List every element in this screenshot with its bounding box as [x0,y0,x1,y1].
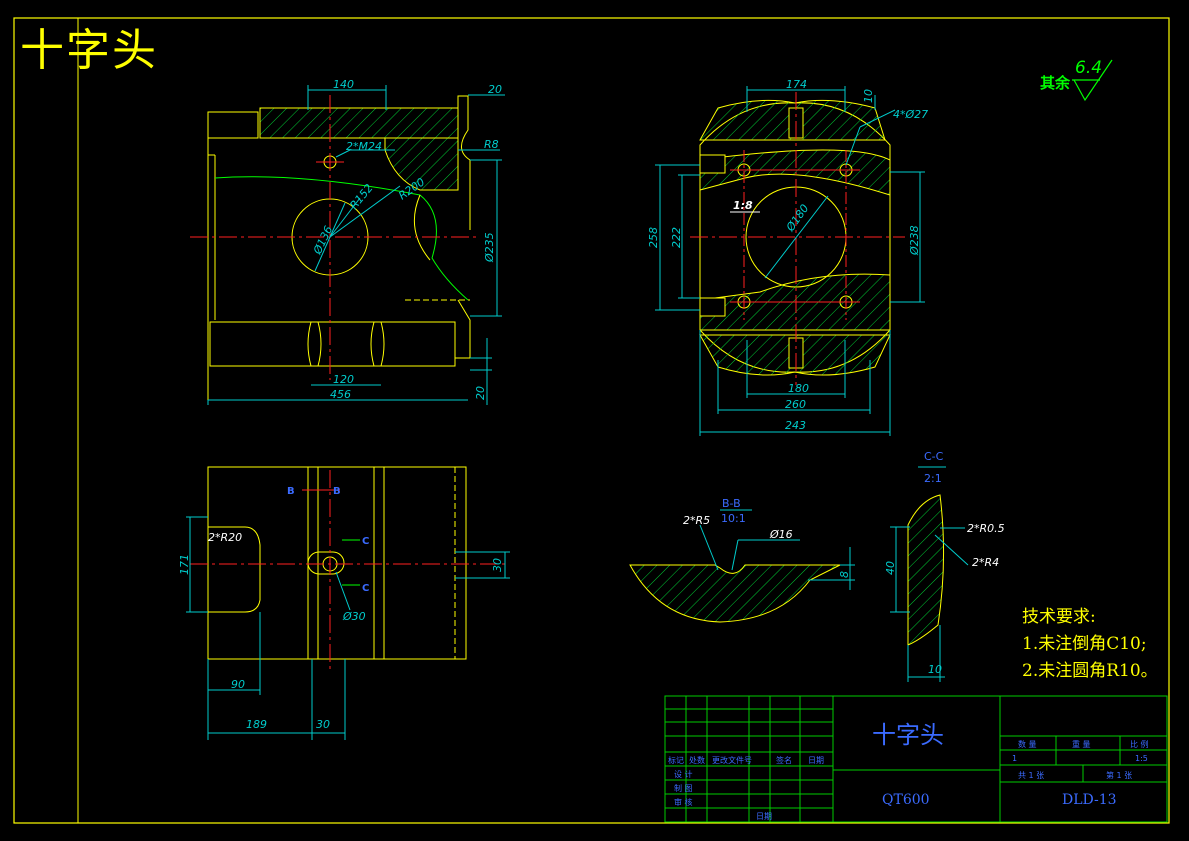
side-view [655,86,925,436]
title-block [664,695,1168,823]
dim-top-2r20: 2*R20 [208,531,242,544]
dim-front-140: 140 [333,78,354,91]
dim-top-30-bottom: 30 [316,718,330,731]
drawing-title: 十字头 [20,25,158,76]
tb-qty-header: 数 量 [1018,740,1037,749]
inner-frame [77,17,1170,824]
section-b-right: B [333,486,341,497]
cc-r4: 2*R4 [972,556,999,569]
title-block-code: DLD-13 [1062,792,1117,808]
dim-top-30-right: 30 [491,558,504,572]
tb-rev-date: 日期 [808,756,824,765]
dim-side-243: 243 [785,419,806,432]
dim-side-d238: Ø238 [908,225,921,256]
tb-weight-header: 重 量 [1072,740,1091,749]
cc-10: 10 [928,663,942,676]
cc-r05: 2*R0.5 [967,522,1005,535]
dim-side-260: 260 [785,398,806,411]
bb-8: 8 [838,571,851,578]
dim-front-20-top: 20 [488,83,502,96]
section-c-top: C [362,536,369,547]
title-block-material: QT600 [882,792,930,808]
dim-top-189: 189 [246,718,267,731]
tb-role-draw: 制 图 [674,784,693,793]
tech-item-1: 1.未注倒角C10; [1022,634,1147,654]
tb-sheet-no: 第 1 张 [1106,771,1133,780]
tb-rev-doc: 更改文件号 [712,756,752,765]
tb-rev-sign: 签名 [776,756,792,765]
tb-role-design: 设 计 [674,770,693,779]
dim-side-4d27: 4*Ø27 [893,108,928,121]
tech-requirements: 技术要求: 1.未注倒角C10; 2.未注圆角R10。 [1022,604,1158,685]
tb-sheets-total: 共 1 张 [1018,771,1045,780]
bb-scale: 10:1 [721,512,746,525]
dim-side-taper: 1:8 [733,199,753,212]
dim-top-d30: Ø30 [342,610,366,623]
tb-rev-mark: 标记 [668,756,684,765]
dim-front-m24: 2*M24 [346,140,382,153]
tb-rev-count: 处数 [689,756,705,765]
title-block-part-name: 十字头 [872,721,944,749]
dim-side-180: 180 [788,382,809,395]
tech-item-2: 2.未注圆角R10。 [1022,661,1158,681]
dim-front-20-bottom: 20 [474,386,487,400]
roughness-symbol [1073,59,1113,102]
dim-side-d180: Ø180 [783,202,811,235]
dim-side-10: 10 [862,89,875,103]
dim-front-r8: R8 [484,138,499,151]
dim-side-222: 222 [670,227,683,248]
bb-title: B-B [722,497,741,510]
dim-front-d235: Ø235 [483,232,496,263]
cc-scale: 2:1 [924,472,942,485]
tb-role-check: 审 核 [674,798,693,807]
dim-top-90: 90 [231,678,245,691]
dim-front-120: 120 [333,373,354,386]
tb-date-label: 日期 [756,812,772,821]
dim-side-258: 258 [647,227,660,248]
dim-front-456: 456 [330,388,351,401]
tb-scale: 1:5 [1135,754,1148,763]
roughness-label: 其余 [1040,74,1071,92]
tb-qty: 1 [1012,754,1018,763]
front-view [190,85,505,405]
top-view [186,466,510,740]
section-c-bottom: C [362,583,369,594]
outer-frame [13,17,1170,824]
cc-title: C-C [924,450,944,463]
detail-bb [629,509,855,623]
cc-40: 40 [884,561,897,575]
tb-scale-header: 比 例 [1130,740,1149,749]
detail-cc [890,466,969,682]
bb-d16: Ø16 [769,528,793,541]
dim-side-174: 174 [786,78,807,91]
tech-heading: 技术要求: [1022,607,1096,627]
dim-front-d136: Ø136 [311,224,336,257]
dim-top-171: 171 [178,554,191,575]
section-b-left: B [287,486,295,497]
bb-r5: 2*R5 [683,514,710,527]
roughness-value: 6.4 [1075,58,1103,78]
